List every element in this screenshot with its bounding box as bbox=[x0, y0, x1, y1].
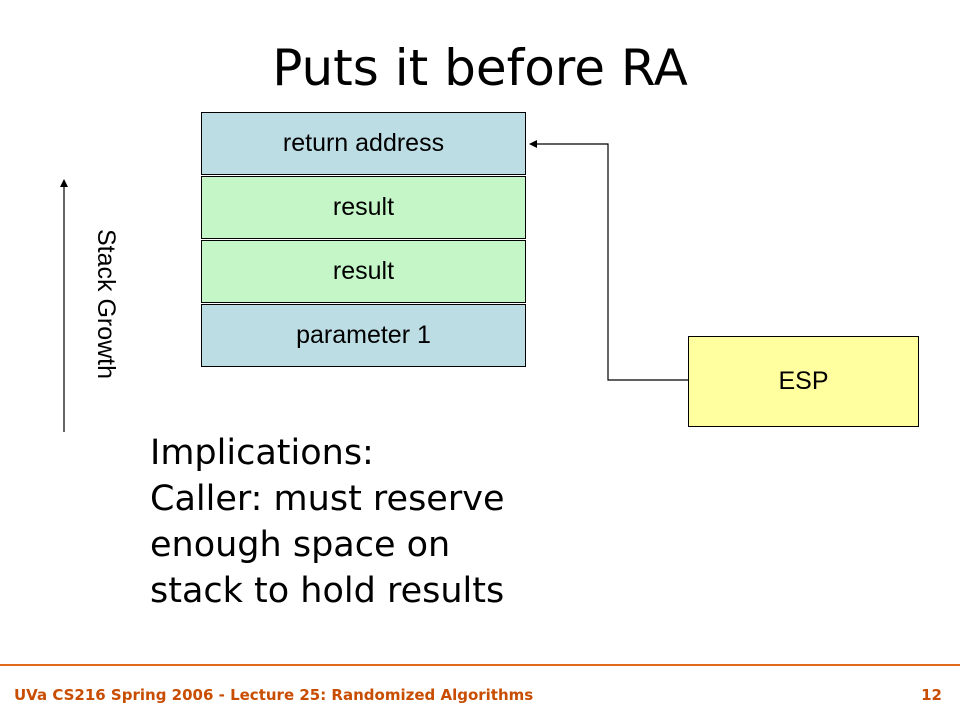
footer-course-title: UVa CS216 Spring 2006 - Lecture 25: Rand… bbox=[14, 686, 534, 704]
footer-divider bbox=[0, 664, 960, 666]
footer-page-number: 12 bbox=[921, 686, 942, 704]
stack-cell-result-1: result bbox=[201, 176, 526, 239]
implications-line: Caller: must reserve bbox=[150, 479, 505, 519]
stack-cell-parameter-1: parameter 1 bbox=[201, 304, 526, 367]
stack-cell-result-2: result bbox=[201, 240, 526, 303]
stack-cell-return-address: return address bbox=[201, 112, 526, 175]
implications-line: Implications: bbox=[150, 433, 374, 473]
implications-text: Implications: Caller: must reserve enoug… bbox=[150, 430, 670, 614]
slide-title: Puts it before RA bbox=[272, 39, 688, 97]
esp-box: ESP bbox=[688, 336, 919, 427]
esp-pointer-arrow bbox=[529, 140, 688, 381]
implications-line: enough space on bbox=[150, 525, 451, 565]
implications-line: stack to hold results bbox=[150, 571, 505, 611]
stack-growth-text: Stack Growth bbox=[92, 228, 120, 380]
